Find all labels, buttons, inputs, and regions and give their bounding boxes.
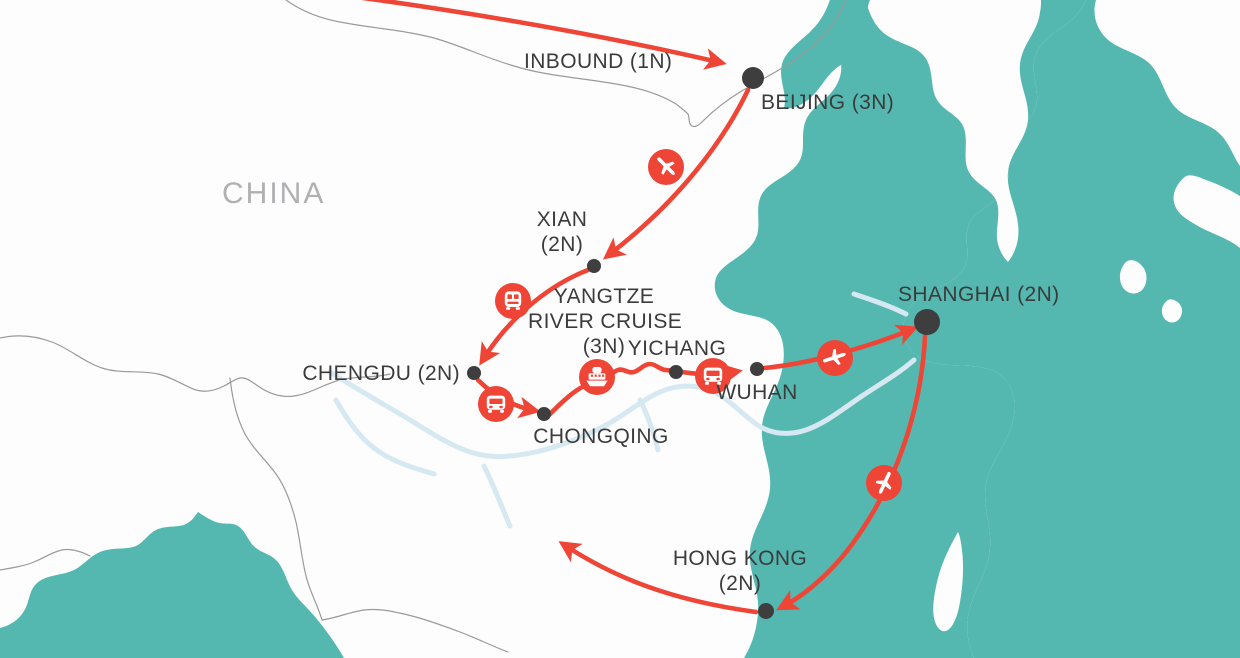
korean-peninsula bbox=[868, 0, 1041, 262]
china-mainland bbox=[0, 0, 830, 658]
bengal-islet bbox=[175, 554, 203, 588]
country-borders bbox=[0, 0, 847, 653]
bus-icon-yichang-wuhan bbox=[695, 358, 731, 394]
border-north bbox=[285, 0, 847, 128]
rivers bbox=[327, 291, 917, 529]
yellow-river bbox=[333, 397, 437, 477]
taiwan-island bbox=[933, 532, 964, 632]
river-tributary-b bbox=[637, 397, 661, 453]
border-southwest bbox=[229, 377, 323, 621]
city-dot-chongqing bbox=[537, 407, 551, 421]
cruise-icon-chongqing-yichang bbox=[579, 359, 615, 395]
bohai-bay bbox=[781, 0, 870, 109]
city-dot-yichang bbox=[669, 365, 683, 379]
ryukyu-islet-b bbox=[1161, 299, 1183, 323]
border-mid-south bbox=[321, 608, 509, 653]
river-delta-shanghai bbox=[851, 291, 909, 317]
hainan-island bbox=[684, 647, 724, 658]
ryukyu-islet-a bbox=[1119, 260, 1147, 294]
yangtze-river bbox=[327, 357, 917, 459]
train-icon-xian-chengdu bbox=[495, 283, 531, 319]
transport-icons bbox=[478, 149, 902, 501]
city-dot-chengdu bbox=[467, 366, 481, 380]
route-xian-chengdu bbox=[479, 267, 591, 366]
river-tributary-a bbox=[481, 463, 513, 529]
japan-landmass-mid bbox=[1173, 175, 1240, 248]
route-shanghai-hongkong bbox=[776, 333, 928, 611]
city-dot-xian bbox=[587, 259, 601, 273]
plane-icon-beijing-xian bbox=[648, 149, 684, 185]
bus-icon-chengdu-chongqing bbox=[478, 386, 514, 422]
japan-landmass-north bbox=[1094, 0, 1240, 166]
city-dot-shanghai bbox=[914, 309, 940, 335]
city-dot-beijing bbox=[742, 67, 764, 89]
border-west bbox=[0, 335, 391, 398]
border-small-left bbox=[0, 548, 91, 571]
east-china-sea bbox=[903, 0, 1240, 658]
route-inbound-beijing bbox=[360, 0, 727, 70]
city-dot-hongkong bbox=[758, 603, 774, 619]
plane-icon-wuhan-shanghai bbox=[817, 340, 853, 376]
city-dot-wuhan bbox=[750, 362, 764, 376]
bay-of-bengal bbox=[0, 512, 344, 658]
city-dots bbox=[467, 67, 940, 619]
plane-icon-shanghai-hongkong bbox=[866, 465, 902, 501]
route-beijing-xian bbox=[602, 87, 751, 260]
route-hongkong-outbound bbox=[558, 541, 759, 615]
